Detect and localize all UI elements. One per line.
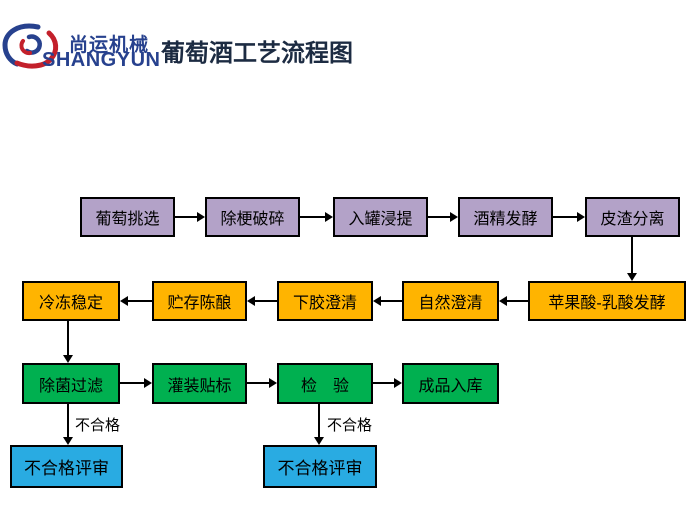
- label-nonconforming-2: 不合格: [327, 417, 373, 434]
- node-sterile-filtration: 除菌过滤: [22, 363, 120, 404]
- node-tank-maceration: 入罐浸提: [333, 197, 428, 237]
- node-nonconforming-review-1: 不合格评审: [10, 445, 123, 488]
- arrow-line: [300, 216, 325, 218]
- arrow-line: [67, 404, 69, 437]
- node-finished-goods-storage: 成品入库: [402, 363, 499, 404]
- arrow-down-icon: [63, 437, 73, 445]
- node-inspection: 检 验: [277, 363, 373, 404]
- page-title: 葡萄酒工艺流程图: [161, 40, 353, 67]
- node-storage-aging: 贮存陈酿: [152, 281, 247, 321]
- arrow-right-icon: [577, 212, 585, 222]
- node-skin-separation: 皮渣分离: [585, 197, 680, 237]
- node-fining-clarification: 下胶澄清: [277, 281, 373, 321]
- node-natural-clarification: 自然澄清: [402, 281, 499, 321]
- arrow-line: [381, 300, 402, 302]
- arrow-line: [175, 216, 197, 218]
- arrow-line: [120, 382, 144, 384]
- node-alcohol-fermentation: 酒精发酵: [458, 197, 553, 237]
- shangyun-logo-icon: [2, 23, 59, 69]
- arrow-left-icon: [373, 296, 381, 306]
- arrow-right-icon: [197, 212, 205, 222]
- arrow-right-icon: [269, 378, 277, 388]
- arrow-left-icon: [247, 296, 255, 306]
- arrow-left-icon: [120, 296, 128, 306]
- node-grape-sorting: 葡萄挑选: [80, 197, 175, 237]
- arrow-down-icon: [63, 355, 73, 363]
- arrow-down-icon: [314, 437, 324, 445]
- logo-company-name-cn: 尚运机械: [69, 35, 150, 56]
- node-nonconforming-review-2: 不合格评审: [263, 445, 377, 488]
- arrow-right-icon: [144, 378, 152, 388]
- arrow-line: [631, 237, 633, 273]
- arrow-line: [255, 300, 277, 302]
- arrow-line: [318, 404, 320, 437]
- arrow-right-icon: [450, 212, 458, 222]
- arrow-down-icon: [627, 273, 637, 281]
- arrow-line: [507, 300, 528, 302]
- arrow-line: [128, 300, 152, 302]
- node-destem-crush: 除梗破碎: [205, 197, 300, 237]
- arrow-line: [247, 382, 269, 384]
- arrow-line: [373, 382, 394, 384]
- logo-company-name-en: SHANGYUN: [42, 49, 161, 71]
- arrow-left-icon: [499, 296, 507, 306]
- arrow-line: [67, 321, 69, 355]
- arrow-line: [428, 216, 450, 218]
- node-malolactic-fermentation: 苹果酸-乳酸发酵: [528, 281, 686, 321]
- arrow-right-icon: [394, 378, 402, 388]
- label-nonconforming-1: 不合格: [75, 417, 121, 434]
- node-cold-stabilization: 冷冻稳定: [22, 281, 120, 321]
- node-filling-labeling: 灌装贴标: [152, 363, 247, 404]
- arrow-line: [553, 216, 577, 218]
- arrow-right-icon: [325, 212, 333, 222]
